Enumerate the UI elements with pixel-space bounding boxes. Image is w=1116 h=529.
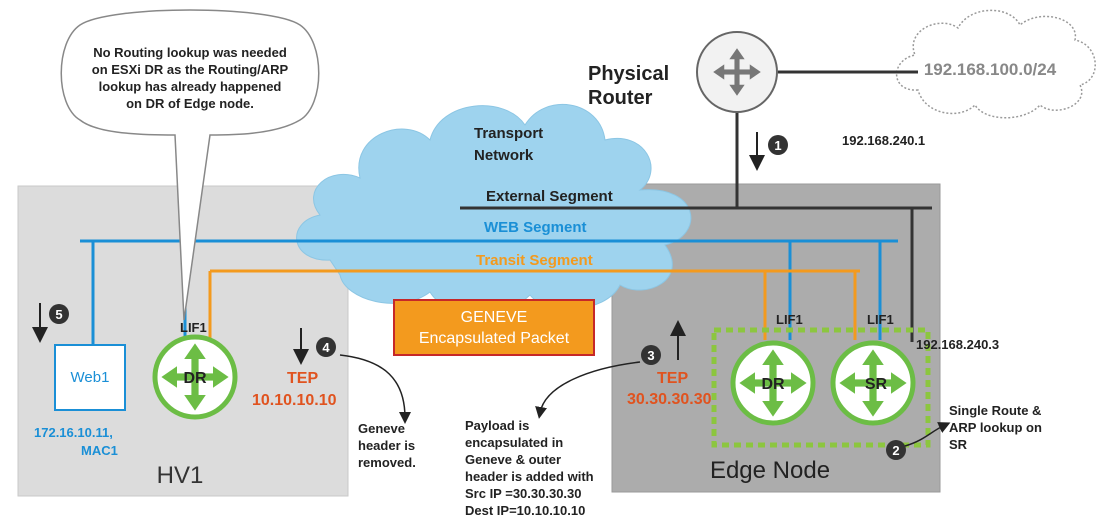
web1-mac: MAC1 — [81, 443, 118, 458]
callout-line-1: No Routing lookup was needed — [93, 45, 287, 60]
hv1-dr-label: DR — [183, 370, 207, 387]
web1-ip: 172.16.10.11, — [34, 425, 113, 440]
geneve-removed-line-1: Geneve — [358, 421, 405, 436]
internet-cloud — [895, 9, 1096, 119]
single-route-line-3: SR — [949, 437, 968, 452]
step-4-curve — [339, 354, 411, 424]
transport-network-label-1: Transport — [474, 125, 543, 142]
physical-router-label-2: Router — [588, 87, 653, 109]
step-3-number: 3 — [647, 348, 654, 363]
step-3-curve — [535, 361, 641, 419]
network-cidr: 192.168.100.0/24 — [924, 60, 1057, 79]
geneve-removed-line-3: removed. — [358, 455, 416, 470]
encap-note-line-2: encapsulated in — [465, 435, 563, 450]
step-1-number: 1 — [774, 138, 781, 153]
callout-line-3: lookup has already happened — [99, 79, 282, 94]
hv1-title: HV1 — [157, 462, 204, 489]
encap-note-line-4: header is added with — [465, 469, 594, 484]
hv1-dr-router-icon — [152, 334, 238, 420]
step-4-number: 4 — [322, 340, 330, 355]
edge-tep-ip: 30.30.30.30 — [627, 391, 712, 408]
edge-sr-router-icon — [830, 340, 916, 426]
step-3-badge — [641, 345, 661, 365]
geneve-packet-line-1: GENEVE — [461, 309, 528, 326]
edge-node-title: Edge Node — [710, 457, 830, 484]
hv1-tep-ip: 10.10.10.10 — [252, 392, 337, 409]
encap-note-line-1: Payload is — [465, 418, 529, 433]
hv1-lif-label: LIF1 — [180, 320, 207, 335]
edge-tep-label: TEP — [657, 370, 688, 387]
encap-note-line-3: Geneve & outer — [465, 452, 561, 467]
external-segment-label: External Segment — [486, 188, 613, 205]
web1-vm-label: Web1 — [71, 369, 110, 386]
step-2-curve — [904, 422, 951, 447]
geneve-packet-line-2: Encapsulated Packet — [419, 330, 570, 347]
uplink-ip: 192.168.240.1 — [842, 133, 925, 148]
step-2-number: 2 — [892, 443, 899, 458]
encap-note-line-5: Src IP =30.30.30.30 — [465, 486, 582, 501]
step-4-badge — [316, 337, 336, 357]
callout-bubble — [60, 9, 320, 321]
edge-lif-dr-label: LIF1 — [776, 312, 803, 327]
sr-uplink-ip: 192.168.240.3 — [916, 337, 999, 352]
step-1-badge — [768, 135, 788, 155]
single-route-line-2: ARP lookup on — [949, 420, 1042, 435]
physical-router-icon — [696, 31, 778, 113]
callout-line-4: on DR of Edge node. — [126, 96, 254, 111]
callout-line-2: on ESXi DR as the Routing/ARP — [92, 62, 289, 77]
edge-dr-router-icon — [730, 340, 816, 426]
step-5-number: 5 — [55, 307, 62, 322]
web1-vm-box — [54, 344, 126, 411]
geneve-removed-line-2: header is — [358, 438, 415, 453]
step-5-badge — [49, 304, 69, 324]
geneve-packet-box — [393, 299, 595, 356]
edge-dr-label: DR — [761, 376, 785, 393]
edge-dr-sr-group — [711, 327, 931, 448]
web-segment-label: WEB Segment — [484, 219, 587, 236]
step-2-badge — [886, 440, 906, 460]
physical-router-label-1: Physical — [588, 63, 669, 85]
edge-lif-sr-label: LIF1 — [867, 312, 894, 327]
transit-segment-label: Transit Segment — [476, 252, 593, 269]
hv1-tep-label: TEP — [287, 370, 318, 387]
single-route-line-1: Single Route & — [949, 403, 1041, 418]
edge-sr-label: SR — [865, 376, 888, 393]
transport-network-label-2: Network — [474, 147, 534, 164]
encap-note-line-6: Dest IP=10.10.10.10 — [465, 503, 585, 518]
